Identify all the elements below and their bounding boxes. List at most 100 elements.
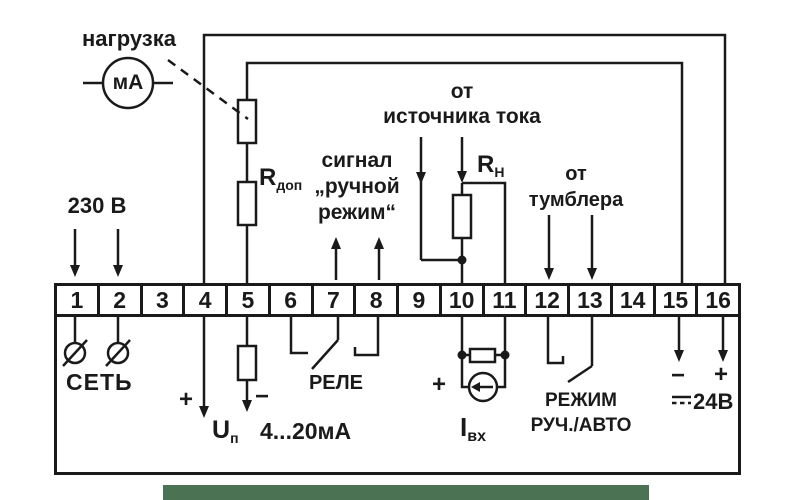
mains-label: СЕТЬ (66, 369, 133, 395)
arrowhead-24v-plus (718, 350, 728, 362)
load-callout-dashed-line (167, 58, 249, 121)
terminal-number: 2 (113, 286, 127, 313)
mode-label: РЕЖИМ РУЧ./АВТО (531, 388, 632, 438)
arrowhead-signal-8 (374, 237, 384, 249)
arrowhead-rn-int (242, 400, 252, 412)
dc-plus-sign: + (714, 361, 729, 388)
terminal-cell: 11 (485, 286, 528, 314)
junction-dot-shunt-right (500, 350, 510, 360)
terminal-cell: 9 (399, 286, 442, 314)
ma-meter-label: мА (112, 71, 144, 94)
manual-signal-line1: сигнал (321, 149, 393, 172)
mode-line2: РУЧ./АВТО (530, 415, 632, 436)
fuse-slash-1 (62, 339, 88, 367)
r-dop-label: Rдоп (259, 164, 302, 193)
terminal-cell: 3 (143, 286, 186, 314)
fuse-icon-2 (106, 341, 130, 365)
fuse-icon-1 (63, 341, 87, 365)
terminal-cell: 16 (698, 286, 738, 314)
up-plus-sign: + (179, 386, 194, 413)
terminal-number: 14 (619, 286, 646, 313)
iin-sub: вх (467, 428, 486, 445)
mode-line1: РЕЖИМ (544, 390, 617, 411)
terminal-cell: 4 (185, 286, 228, 314)
arrowhead-signal-7 (331, 237, 341, 249)
junction-dot-src (457, 255, 467, 265)
up-base: U (212, 416, 231, 444)
terminal-number: 10 (448, 286, 475, 313)
mode-switch-left (546, 317, 565, 365)
current-source-icon (467, 371, 499, 403)
terminal-cell: 12 (527, 286, 570, 314)
mains-voltage-label: 230 В (67, 193, 127, 218)
up-label: Uп (212, 416, 239, 446)
terminal-cell: 7 (314, 286, 357, 314)
resistor-load (236, 98, 258, 145)
r-dop-sub: доп (276, 177, 303, 193)
wire-inner-loop (245, 61, 684, 285)
terminal-cell: 8 (356, 286, 399, 314)
wire-rn-bracket (462, 181, 507, 285)
r-n-sub: Н (494, 164, 505, 180)
terminal-cell: 10 (442, 286, 485, 314)
terminal-number: 15 (662, 286, 689, 313)
toggle-line2: тумблера (528, 189, 624, 211)
terminal-cell: 15 (656, 286, 699, 314)
footer-accent-bar (163, 485, 649, 500)
r-n-label: RН (477, 151, 504, 180)
output-range-label: 4...20мА (260, 418, 352, 444)
current-source-line1: от (450, 80, 474, 103)
arrowhead-toggle-12 (544, 268, 554, 280)
terminal-number: 5 (241, 286, 255, 313)
relay-blade (311, 339, 339, 370)
terminal-cell: 2 (100, 286, 143, 314)
manual-signal-line2: „ручной (314, 175, 400, 198)
terminal-number: 9 (412, 286, 426, 313)
iin-label: Iвх (460, 412, 486, 446)
terminal-number: 11 (492, 286, 517, 313)
terminal-number: 13 (577, 286, 603, 313)
wire-iin-right (497, 317, 507, 389)
current-source-label: от источника тока (383, 79, 541, 129)
junction-dot-shunt-left (457, 350, 467, 360)
terminal-cell: 14 (613, 286, 656, 314)
arrowhead-230v-1 (70, 265, 80, 277)
current-source-line2: источника тока (383, 105, 541, 128)
rn-minus-sign: − (255, 383, 270, 410)
up-sub: п (230, 430, 239, 446)
arrowhead-up-supply (199, 406, 209, 418)
r-dop-base: R (259, 164, 277, 191)
terminal-cell: 6 (271, 286, 314, 314)
dc-minus-sign: − (671, 362, 686, 389)
terminal-strip: 1 2 3 4 5 6 7 8 9 10 11 12 13 14 15 16 (54, 283, 741, 317)
r-n-base: R (477, 151, 495, 178)
terminal-cell: 5 (228, 286, 271, 314)
terminal-number: 4 (198, 286, 212, 313)
wire-iin-left (460, 317, 469, 389)
arrowhead-24v-minus (674, 350, 684, 362)
iin-plus-sign: + (432, 371, 447, 398)
terminal-number: 7 (326, 286, 340, 313)
arrowhead-src-left (416, 172, 426, 184)
terminal-number: 12 (534, 286, 560, 313)
arrowhead-230v-2 (113, 265, 123, 277)
toggle-label: от тумблера (529, 161, 623, 213)
fuse-slash-2 (105, 339, 131, 367)
iin-base: I (460, 412, 468, 442)
load-label: нагрузка (82, 26, 176, 51)
arrowhead-src-right (457, 171, 467, 183)
terminal-number: 16 (705, 286, 731, 313)
relay-contact-left (289, 317, 308, 355)
relay-contact-right (353, 317, 380, 357)
terminal-number: 1 (70, 286, 84, 313)
arrowhead-current-source (471, 382, 480, 392)
dc-voltage-label: 24В (693, 389, 734, 414)
terminal-number: 8 (369, 286, 383, 313)
manual-signal-label: сигнал „ручной режим“ (314, 148, 399, 226)
wire-outer-loop (202, 33, 727, 285)
terminal-number: 6 (284, 286, 298, 313)
mode-switch-blade (567, 364, 593, 384)
resistor-rn-external (451, 193, 473, 240)
